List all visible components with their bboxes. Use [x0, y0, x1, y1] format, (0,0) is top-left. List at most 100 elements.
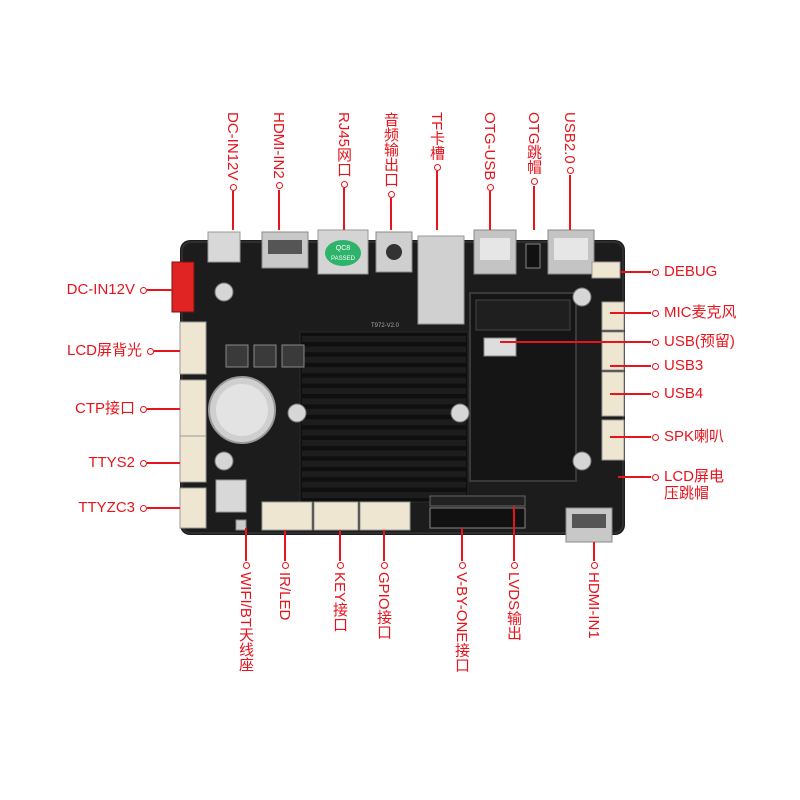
label-left-4: TTYZC3 [78, 499, 135, 516]
heatsink [299, 331, 469, 503]
leader-dot [387, 190, 395, 198]
leader-dot [139, 504, 147, 512]
screw-hole [287, 403, 307, 423]
leader-line [618, 476, 651, 478]
heatsink-fin [302, 481, 466, 488]
right-connector [601, 301, 625, 331]
label-right-2: USB(预留) [664, 333, 735, 350]
gpio-connector [359, 501, 411, 531]
leader-line [620, 271, 651, 273]
leader-dot [433, 163, 441, 171]
heatsink-fin [302, 356, 466, 363]
leader-line [461, 528, 463, 561]
leader-dot [510, 561, 518, 569]
leader-dot [530, 178, 538, 185]
wifi-module [215, 479, 247, 513]
qc-text: QC8 [336, 245, 351, 252]
heatsink-fin [302, 460, 466, 467]
qc-sub-text: PASSED [331, 256, 356, 262]
left-connector [179, 435, 207, 483]
leader-line [610, 365, 651, 367]
heatsink-fin [302, 398, 466, 405]
leader-line [245, 528, 247, 561]
leader-dot [242, 561, 250, 569]
leader-dot [458, 561, 466, 569]
label-left-0: DC-IN12V [66, 281, 135, 298]
right-connector [601, 419, 625, 461]
leader-line [147, 462, 180, 464]
leader-line [489, 191, 491, 230]
label-bottom-3: GPIO接口 [375, 572, 392, 640]
leader-dot [139, 286, 147, 294]
leader-line [339, 530, 341, 561]
heatsink-fin [302, 408, 466, 415]
label-left-2: CTP接口 [74, 400, 135, 417]
leader-line [147, 408, 180, 410]
heatsink-fin [302, 367, 466, 374]
key-connector [313, 501, 359, 531]
screw-hole [572, 451, 592, 471]
leader-dot [651, 268, 659, 276]
label-top-3: 音频输出口 [382, 112, 399, 187]
otg-jumper [525, 243, 541, 269]
tf-slot [417, 235, 465, 325]
leader-line [593, 542, 595, 561]
label-top-7: USB2.0 [561, 112, 578, 164]
leader-dot [146, 347, 154, 355]
label-right-6: LCD屏电 [664, 468, 725, 485]
screw-hole [450, 403, 470, 423]
ir-led-connector [261, 501, 313, 531]
label-top-1: HDMI-IN2 [270, 112, 287, 179]
heatsink-fin [302, 346, 466, 353]
leader-dot [229, 183, 237, 191]
leader-dot [651, 390, 659, 398]
label-right-1: MIC麦克风 [664, 304, 737, 321]
lvds-connector [429, 495, 526, 507]
screw-hole [214, 451, 234, 471]
leader-line [278, 189, 280, 230]
leader-dot [139, 459, 147, 467]
inductor [253, 344, 277, 368]
heatsink-fin [302, 336, 466, 342]
heatsink-fin [302, 440, 466, 446]
dc-jack [207, 231, 241, 263]
leader-line [154, 350, 180, 352]
inductor [281, 344, 305, 368]
screw-hole [214, 282, 234, 302]
leader-line [343, 188, 345, 230]
label-top-0: DC-IN12V [224, 112, 241, 181]
label-bottom-6: HDMI-IN1 [585, 572, 602, 639]
leader-line [232, 191, 234, 230]
leader-line [500, 341, 651, 343]
leader-dot [651, 362, 659, 370]
heatsink-fin [302, 419, 466, 426]
heatsink-fin [302, 429, 466, 436]
leader-line [147, 289, 172, 291]
label-top-4: TF卡槽 [428, 112, 445, 161]
leader-dot [380, 561, 388, 569]
inductor [225, 344, 249, 368]
leader-line [533, 185, 535, 230]
heatsink-fin [302, 492, 466, 498]
leader-dot [281, 561, 289, 569]
leader-dot [651, 338, 659, 346]
antenna-socket [235, 519, 247, 531]
leader-dot [651, 433, 659, 441]
label-right-4: USB4 [664, 385, 704, 402]
label-right-0: DEBUG [664, 263, 718, 280]
leader-dot [340, 180, 348, 188]
leader-dot [651, 309, 659, 317]
model-text: T972-V2.0 [371, 323, 400, 329]
vbyone-connector [429, 507, 526, 529]
leader-dot [566, 167, 574, 175]
leader-dot [336, 561, 344, 569]
label-top-5: OTG-USB [481, 112, 498, 181]
leader-dot [651, 473, 659, 481]
debug-connector [591, 261, 621, 279]
leader-line [284, 530, 286, 561]
leader-dot [590, 561, 598, 569]
leader-dot [486, 183, 494, 191]
leader-line [610, 393, 651, 395]
